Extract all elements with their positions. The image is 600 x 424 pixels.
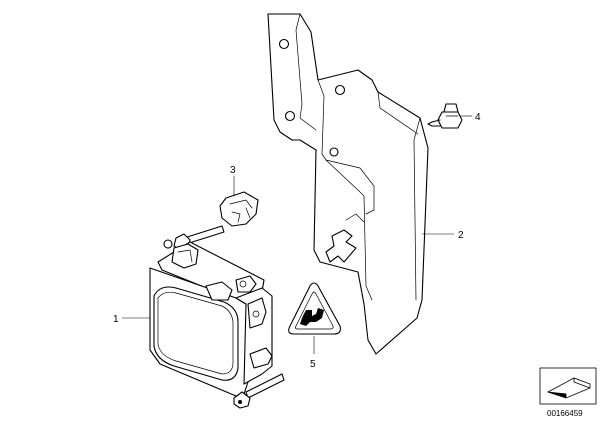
sensor-unit[interactable] [149,241,285,409]
clip-nut[interactable] [219,191,259,227]
legend-box [539,367,597,405]
leader-lines [122,115,472,354]
callout-4: 4 [475,112,481,123]
warning-triangle-icon[interactable] [288,282,341,335]
bracket[interactable] [267,13,429,355]
callout-2: 2 [458,230,464,241]
folded-arrow-icon [546,377,591,399]
screw[interactable] [427,103,463,129]
callout-3: 3 [230,165,236,176]
document-number: 00166459 [547,409,583,418]
callout-5: 5 [310,359,316,370]
callout-1: 1 [113,314,119,325]
